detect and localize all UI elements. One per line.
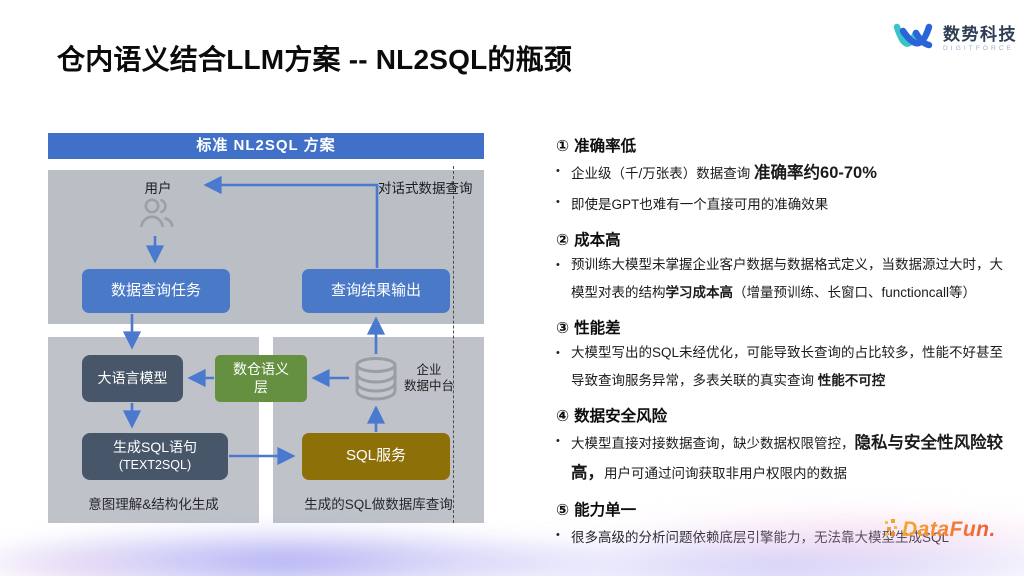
digitforce-logo: 数势科技 DIGITFORCE [890, 18, 1017, 61]
user-label: 用户 [144, 181, 172, 196]
database-icon [351, 354, 401, 409]
bullet-icon: • [556, 195, 560, 208]
bullet-icon: • [556, 165, 560, 177]
bullet-icon: • [556, 528, 560, 541]
datafun-logo: DataFun. [884, 518, 996, 542]
llm-box: 大语言模型 [82, 355, 183, 402]
list-item: • 预训练大模型未掌握企业客户数据与数据格式定义，当数据源过大时，大模型对表的结… [556, 253, 1010, 307]
user-group-icon [137, 195, 177, 240]
conversational-query-label: 对话式数据查询 [378, 181, 473, 196]
sql-service-box: SQL服务 [302, 433, 450, 480]
list-item: • 即使是GPT也难有一个直接可用的准确效果 [556, 190, 1010, 220]
bullet-icon: • [556, 259, 560, 272]
datafun-wordmark: DataFun. [902, 518, 996, 541]
caption-sql-query: 生成的SQL做数据库查询 [304, 497, 453, 512]
query-result-output-box: 查询结果输出 [302, 269, 450, 313]
enterprise-data-platform-label: 企业 数据中台 [403, 363, 454, 394]
page-title: 仓内语义结合LLM方案 -- NL2SQL的瓶颈 [57, 44, 572, 75]
data-query-task-box: 数据查询任务 [82, 269, 230, 313]
brand-name: 数势科技 [943, 25, 1017, 45]
generate-sql-box: 生成SQL语句 (TEXT2SQL) [82, 433, 228, 480]
bullet-icon: • [556, 347, 560, 360]
nl2sql-diagram: 标准 NL2SQL 方案 用户 对话式数据查询 数据查询任务 查询结果输出 大语… [48, 133, 484, 523]
dashed-divider [453, 166, 454, 523]
list-item: • 大模型直接对接数据查询，缺少数据权限管控，隐私与安全性风险较高，用户可通过问… [556, 429, 1010, 488]
digitforce-logo-icon [890, 18, 936, 61]
semantic-layer-box: 数仓语义 层 [215, 355, 307, 402]
brand-subtitle: DIGITFORCE [943, 45, 1015, 53]
datafun-pixels-icon [884, 518, 900, 542]
diagram-header: 标准 NL2SQL 方案 [48, 133, 484, 159]
list-item: • 企业级（千/万张表）数据查询 准确率约60-70% [556, 159, 1010, 189]
bottom-wave-decoration [0, 542, 230, 576]
caption-intent-generation: 意图理解&结构化生成 [88, 497, 219, 512]
bullet-icon: • [556, 435, 560, 448]
list-item: • 大模型写出的SQL未经优化，可能导致长查询的占比较多，性能不好甚至导致查询服… [556, 341, 1010, 395]
